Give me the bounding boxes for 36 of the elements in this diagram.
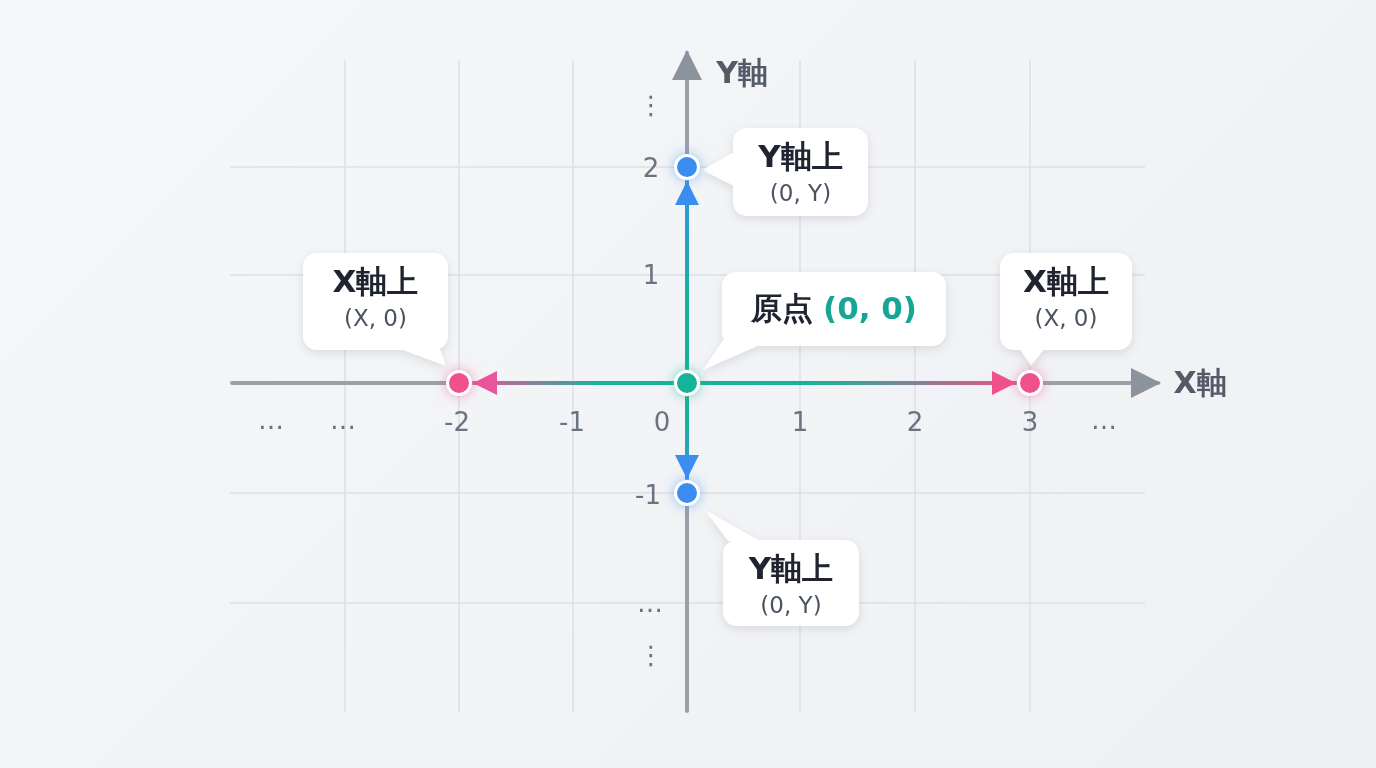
tick-label: 0 — [653, 409, 671, 435]
tick-label: -1 — [559, 409, 585, 435]
tick-label: 1 — [642, 262, 660, 288]
tick-label: -1 — [635, 482, 661, 508]
axis-label: X軸 — [1173, 368, 1227, 398]
point-dot — [674, 480, 700, 506]
tick-label: 3 — [1021, 409, 1039, 435]
callout-heading: 原点 — [750, 290, 813, 326]
ellipsis: ⋮ — [638, 92, 664, 118]
tick-label: -2 — [444, 409, 470, 435]
origin-dot — [674, 370, 700, 396]
axis-label: Y軸 — [716, 58, 768, 88]
arrow — [473, 371, 673, 395]
ellipsis: … — [330, 407, 356, 433]
callout-heading: Y軸上 — [757, 138, 844, 176]
coordinate-text: (X, 0) — [343, 305, 408, 333]
ellipsis: … — [1091, 407, 1117, 433]
tick-label: 1 — [791, 409, 809, 435]
arrow — [675, 181, 699, 369]
coordinate-text: (0, 0) — [822, 290, 917, 326]
point-dot — [1017, 370, 1043, 396]
callout-heading: X軸上 — [1022, 263, 1110, 301]
ellipsis: … — [637, 590, 663, 616]
arrow — [701, 371, 1016, 395]
coordinate-text: (0, Y) — [768, 180, 833, 208]
callout-heading: Y軸上 — [747, 550, 835, 588]
callout-heading: X軸上 — [331, 263, 420, 301]
point-dot — [674, 154, 700, 180]
coordinate-text: (0, Y) — [759, 592, 823, 620]
tick-label: 2 — [906, 409, 924, 435]
ellipsis: … — [258, 407, 284, 433]
arrow — [675, 397, 699, 479]
coordinate-text: (X, 0) — [1033, 305, 1099, 333]
ellipsis: ⋮ — [638, 642, 664, 668]
tick-label: 2 — [642, 155, 660, 181]
point-dot — [446, 370, 472, 396]
